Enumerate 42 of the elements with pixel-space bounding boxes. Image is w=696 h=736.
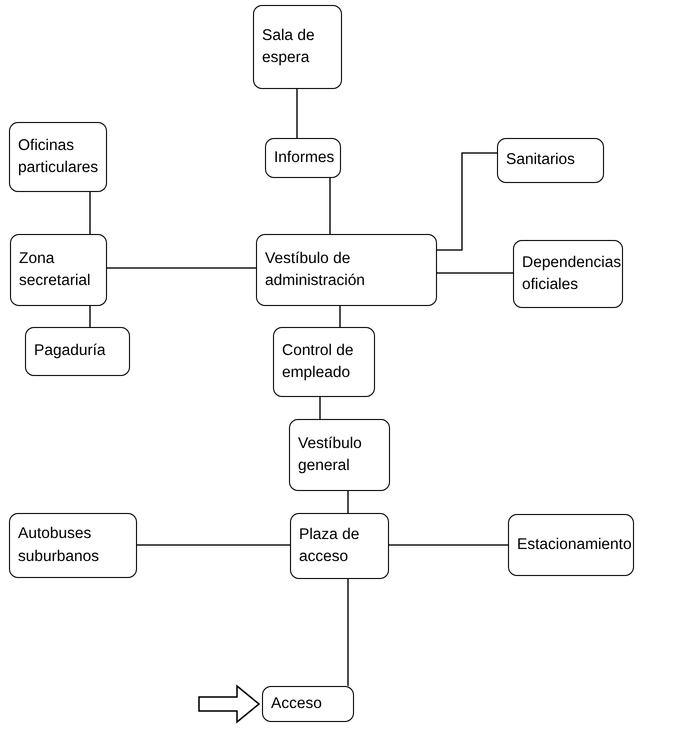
room-label: Control de empleado bbox=[282, 340, 355, 383]
room-label: Dependencias oficiales bbox=[522, 252, 622, 295]
room-label: Informes bbox=[274, 148, 334, 168]
connector-line bbox=[137, 544, 290, 546]
connector-line bbox=[339, 306, 341, 327]
room-box bbox=[289, 419, 390, 491]
connector-line bbox=[319, 397, 321, 419]
room-box bbox=[513, 240, 623, 308]
room-label: Zona secretarial bbox=[19, 248, 92, 291]
connector-line bbox=[389, 544, 508, 546]
room-label: Sala de espera bbox=[262, 26, 316, 68]
connector-line bbox=[347, 579, 349, 686]
room-box bbox=[497, 138, 604, 183]
connector-line bbox=[437, 272, 513, 274]
room-box bbox=[9, 513, 137, 578]
room-box bbox=[273, 327, 375, 397]
room-box bbox=[10, 234, 107, 306]
room-label: Autobuses suburbanos bbox=[18, 524, 100, 566]
connector-line bbox=[329, 178, 331, 234]
room-box bbox=[290, 513, 389, 579]
connector-line bbox=[89, 192, 91, 234]
connector-line bbox=[296, 89, 298, 138]
room-box bbox=[253, 5, 342, 89]
room-box bbox=[25, 327, 130, 376]
room-label: Plaza de acceso bbox=[299, 524, 360, 567]
room-box bbox=[256, 234, 437, 306]
connector-line bbox=[107, 267, 256, 269]
room-box bbox=[265, 138, 341, 178]
room-box bbox=[9, 122, 107, 192]
room-box bbox=[508, 514, 634, 576]
room-label: Oficinas particulares bbox=[18, 136, 98, 178]
connector-line bbox=[347, 491, 349, 513]
room-label: Vestíbulo general bbox=[298, 434, 363, 476]
room-label: Vestíbulo de administración bbox=[265, 248, 366, 291]
connector-line bbox=[89, 306, 91, 327]
room-label: Acceso bbox=[271, 694, 322, 714]
connector-line bbox=[437, 152, 497, 251]
room-box bbox=[262, 686, 354, 722]
room-label: Pagaduría bbox=[34, 341, 106, 362]
room-label: Estacionamiento bbox=[517, 534, 632, 555]
room-label: Sanitarios bbox=[506, 150, 575, 170]
block-arrow bbox=[198, 684, 260, 724]
